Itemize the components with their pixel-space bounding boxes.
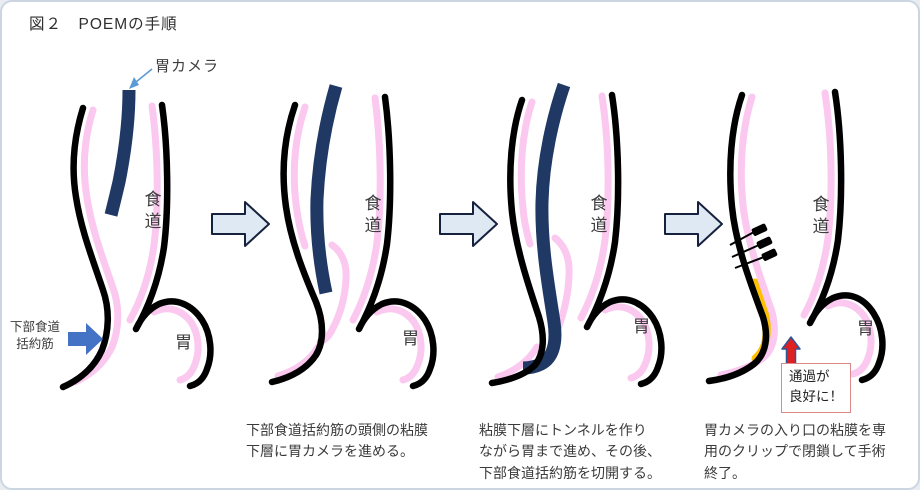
passage-good-callout: 通過が 良好に！ <box>781 363 851 413</box>
figure-title: 図２ POEMの手順 <box>29 16 178 33</box>
mucosa-lining <box>274 94 425 384</box>
esophagus-outline <box>705 88 886 385</box>
step-arrow-icon <box>664 201 723 247</box>
gastroscope-label: 胃カメラ <box>155 58 220 75</box>
esophagus-outline <box>488 91 665 388</box>
esophagus-outline <box>268 93 437 390</box>
les-label: 下部食道 括約筋 <box>9 320 60 351</box>
mucosa-lining <box>717 89 875 379</box>
panel-1-anatomy <box>59 68 214 391</box>
step-arrow-icon <box>439 201 498 247</box>
gastroscope <box>104 89 136 217</box>
clip-icon <box>729 223 778 269</box>
stomach-label-panel1: 胃 <box>175 333 192 352</box>
camera-pointer-arrow-icon <box>129 68 153 89</box>
stomach-label-panel4: 胃 <box>857 319 874 338</box>
les-arrow-icon <box>68 323 103 355</box>
step3-caption: 粘膜下層にトンネルを作り ながら胃まで進め、その後、 下部食道括約筋を切開する。 <box>479 422 661 481</box>
esophagus-label-panel4: 食 道 <box>812 195 830 237</box>
step4-caption: 胃カメラの入り口の粘膜を専 用のクリップで閉鎖して手術 終了。 <box>704 422 886 481</box>
esophagus-label-panel3: 食 道 <box>590 194 608 236</box>
stomach-label-panel3: 胃 <box>633 317 650 336</box>
esophagus-label-panel1: 食 道 <box>144 190 162 232</box>
esophagus-label-panel2: 食 道 <box>364 194 382 236</box>
step-arrow-icon <box>211 201 270 247</box>
panel-2-anatomy <box>268 84 437 390</box>
panel-3-anatomy <box>488 82 665 388</box>
gastroscope <box>310 84 343 295</box>
panel-4-anatomy <box>705 88 886 385</box>
stomach-label-panel2: 胃 <box>402 329 419 348</box>
mucosa-lining <box>494 92 653 382</box>
esophagus-outline <box>59 101 214 391</box>
mucosa-lining <box>71 102 202 386</box>
step2-caption: 下部食道括約筋の頭側の粘膜 下層に胃カメラを進める。 <box>246 422 428 460</box>
